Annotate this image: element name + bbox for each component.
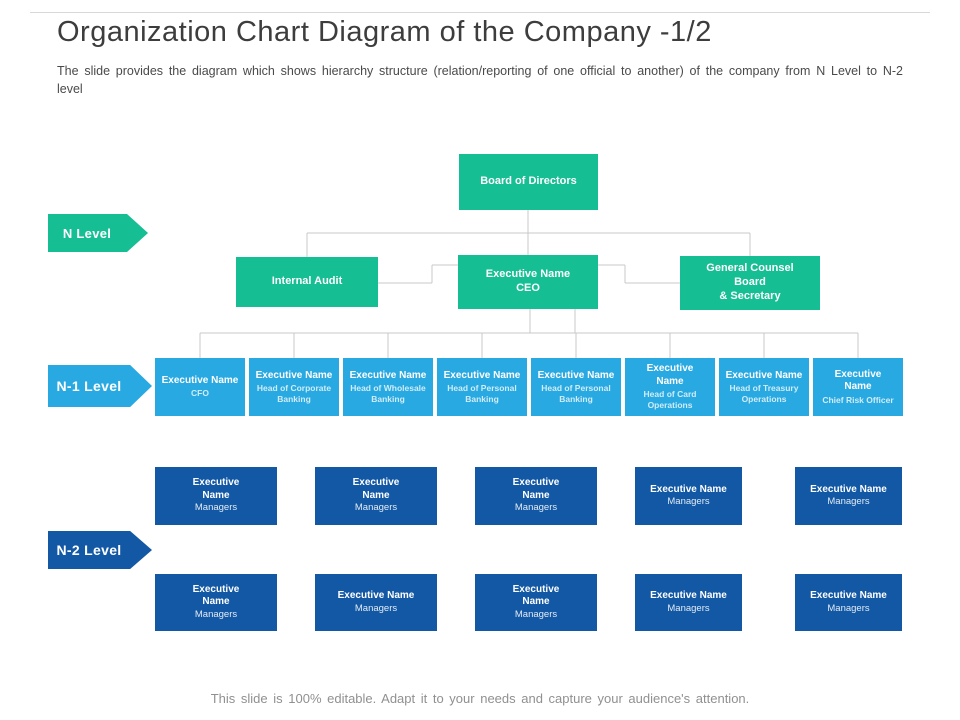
exec-role: Head of Card Operations — [643, 389, 697, 410]
org-box-head-treasury-operations: Executive Name Head of Treasury Operatio… — [719, 358, 809, 416]
org-box-managers-r1-1: Executive Name Managers — [155, 467, 277, 525]
exec-name: Executive Name — [834, 368, 882, 393]
editable-note: This slide is 100% editable. Adapt it to… — [210, 691, 750, 706]
exec-name: Executive Name — [443, 369, 521, 381]
exec-role: CFO — [191, 388, 209, 399]
org-box-chief-risk-officer: Executive Name Chief Risk Officer — [813, 358, 903, 416]
exec-role: Managers — [827, 496, 870, 508]
level-label-n1: N-1 Level — [48, 365, 152, 407]
exec-name: Executive Name — [537, 369, 615, 381]
org-box-general-counsel: General Counsel Board & Secretary — [680, 256, 820, 310]
org-box-head-personal-banking-1: Executive Name Head of Personal Banking — [437, 358, 527, 416]
org-box-title: Internal Audit — [271, 275, 343, 288]
exec-name: Executive Name — [646, 363, 694, 387]
org-box-managers-r2-1: Executive Name Managers — [155, 574, 277, 631]
exec-name: Executive Name — [650, 590, 727, 602]
exec-name: Executive Name — [255, 369, 333, 381]
exec-role: Head of Treasury Operations — [729, 383, 799, 404]
exec-name: Executive Name — [161, 374, 239, 386]
exec-role: Managers — [667, 496, 710, 508]
org-box-managers-r1-4: Executive Name Managers — [635, 467, 742, 525]
exec-role: Managers — [667, 602, 710, 614]
org-box-managers-r2-2: Executive Name Managers — [315, 574, 437, 631]
exec-role: Managers — [354, 502, 398, 514]
exec-name: Executive Name — [192, 583, 240, 608]
exec-name: Executive Name — [810, 590, 887, 602]
org-box-title: Board of Directors — [480, 175, 577, 188]
exec-name: Executive Name — [337, 590, 415, 602]
exec-name: Executive Name — [512, 477, 560, 501]
exec-role: Managers — [194, 608, 238, 620]
org-box-board-of-directors: Board of Directors — [459, 154, 598, 210]
level-label-n2-text: N-2 Level — [56, 542, 122, 558]
org-box-managers-r2-3: Executive Name Managers — [475, 574, 597, 631]
exec-role: Chief Risk Officer — [822, 394, 894, 405]
org-box-title: General Counsel Board & Secretary — [706, 262, 794, 302]
exec-role: Head of Personal Banking — [447, 383, 517, 404]
level-label-n: N Level — [48, 214, 148, 252]
exec-role: Managers — [827, 602, 870, 614]
org-box-managers-r1-5: Executive Name Managers — [795, 467, 902, 525]
org-box-managers-r1-2: Executive Name Managers — [315, 467, 437, 525]
level-label-n1-text: N-1 Level — [56, 378, 122, 394]
exec-role: Managers — [514, 502, 558, 514]
exec-role: Head of Corporate Banking — [256, 383, 332, 404]
exec-name: Executive Name — [352, 477, 400, 501]
org-box-managers-r2-5: Executive Name Managers — [795, 574, 902, 631]
org-box-managers-r1-3: Executive Name Managers — [475, 467, 597, 525]
org-box-title: Executive Name CEO — [485, 268, 571, 294]
level-label-n2: N-2 Level — [48, 531, 152, 569]
slide-description: The slide provides the diagram which sho… — [57, 64, 903, 97]
exec-name: Executive Name — [192, 477, 240, 501]
org-box-managers-r2-4: Executive Name Managers — [635, 574, 742, 631]
exec-role: Managers — [514, 608, 558, 620]
org-box-head-personal-banking-2: Executive Name Head of Personal Banking — [531, 358, 621, 416]
exec-role: Head of Wholesale Banking — [350, 383, 426, 404]
level-label-n-text: N Level — [62, 225, 112, 241]
exec-role: Head of Personal Banking — [541, 383, 611, 404]
exec-role: Managers — [194, 502, 238, 514]
slide-top-divider — [30, 12, 930, 13]
org-box-head-card-operations: Executive Name Head of Card Operations — [625, 358, 715, 416]
page-title: Organization Chart Diagram of the Compan… — [57, 16, 712, 48]
org-box-head-corporate-banking: Executive Name Head of Corporate Banking — [249, 358, 339, 416]
org-box-cfo: Executive Name CFO — [155, 358, 245, 416]
exec-name: Executive Name — [349, 369, 427, 381]
exec-role: Managers — [354, 602, 398, 614]
org-box-ceo: Executive Name CEO — [458, 255, 598, 309]
exec-name: Executive Name — [650, 483, 727, 495]
exec-name: Executive Name — [512, 583, 560, 608]
exec-name: Executive Name — [810, 483, 887, 495]
org-box-head-wholesale-banking: Executive Name Head of Wholesale Banking — [343, 358, 433, 416]
exec-name: Executive Name — [725, 369, 803, 381]
org-box-internal-audit: Internal Audit — [236, 257, 378, 307]
